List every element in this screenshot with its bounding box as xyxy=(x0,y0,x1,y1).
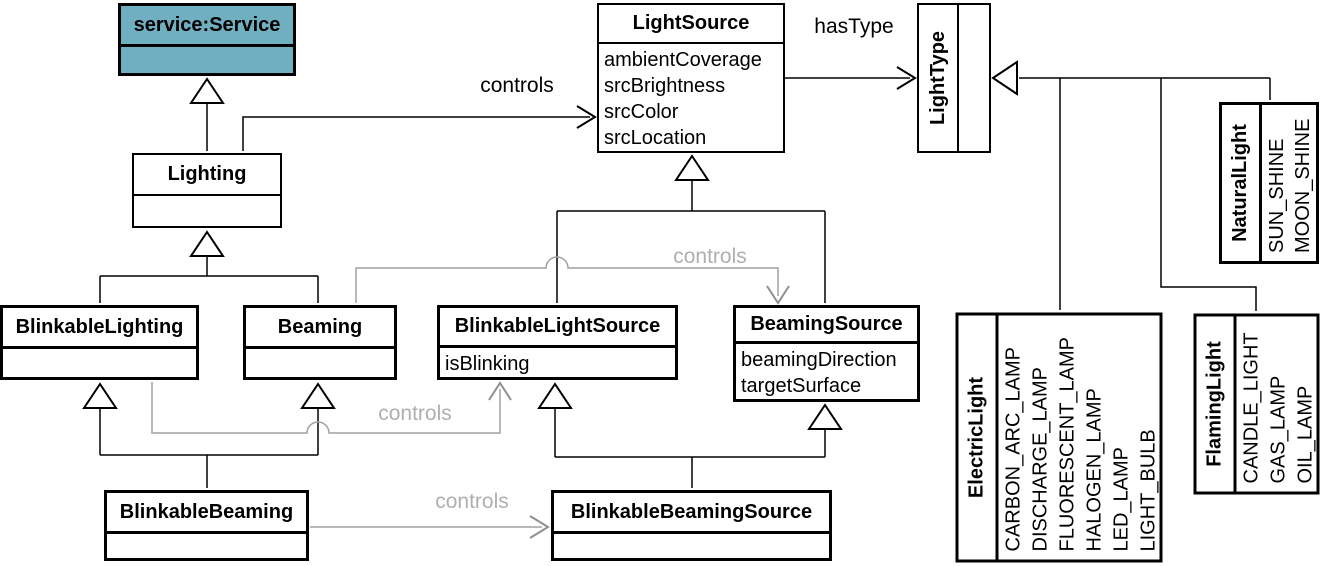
class-title: BlinkableBeamingSource xyxy=(570,500,813,523)
class-lighting: Lighting xyxy=(132,153,282,228)
class-attributes: CARBON_ARC_LAMP DISCHARGE_LAMP FLUORESCE… xyxy=(998,315,1164,559)
open-arrowhead-icon xyxy=(576,105,597,129)
class-attribute: srcBrightness xyxy=(604,75,726,97)
class-attribute: srcColor xyxy=(604,101,679,123)
class-lighttype: LightType xyxy=(917,3,991,153)
class-attributes: SUN_SHINE MOON_SHINE xyxy=(1262,105,1318,261)
edge-label-controls: controls xyxy=(435,490,509,513)
open-arrowhead-icon xyxy=(529,515,550,539)
edge-controls-lighting-lightsource xyxy=(242,116,590,151)
class-attribute: beamingDirection xyxy=(741,349,897,371)
class-title: BlinkableBeaming xyxy=(119,500,294,523)
class-title: Lighting xyxy=(167,163,247,185)
edge-inheritance-blinkablebeamingsource xyxy=(554,409,826,488)
class-title: BeamingSource xyxy=(750,313,903,335)
class-title: LightSource xyxy=(632,12,750,34)
edge-label-controls: controls xyxy=(378,402,452,425)
class-title: BlinkableLighting xyxy=(15,315,184,338)
class-beamingsource: BeamingSource beamingDirection targetSur… xyxy=(733,305,920,402)
inheritance-triangle-icon xyxy=(300,382,336,409)
class-blinkablebeaming: BlinkableBeaming xyxy=(104,490,309,561)
class-attribute: MOON_SHINE xyxy=(1292,118,1314,253)
class-attributes: beamingDirection targetSurface xyxy=(736,341,917,399)
open-arrowhead-icon xyxy=(896,66,917,90)
class-title: ElectricLight xyxy=(958,315,998,559)
class-title: BlinkableLightSource xyxy=(454,315,661,337)
edge-label-hastype: hasType xyxy=(814,15,894,38)
class-attributes: ambientCoverage srcBrightness srcColor s… xyxy=(599,42,783,151)
class-attributes-empty xyxy=(959,5,989,151)
edge-label-controls: controls xyxy=(673,245,747,268)
class-attribute: FLUORESCENT_LAMP xyxy=(1056,336,1078,552)
class-blinkablelightsource: BlinkableLightSource isBlinking xyxy=(437,305,678,380)
class-attribute: SUN_SHINE xyxy=(1266,138,1288,253)
class-attribute: CARBON_ARC_LAMP xyxy=(1002,346,1024,551)
open-arrowhead-icon xyxy=(488,381,512,401)
class-flaminglight: FlamingLight CANDLE_LIGHT GAS_LAMP OIL_L… xyxy=(1193,313,1319,494)
class-attribute: GAS_LAMP xyxy=(1267,375,1289,483)
class-electriclight: ElectricLight CARBON_ARC_LAMP DISCHARGE_… xyxy=(955,312,1162,562)
class-attribute: DISCHARGE_LAMP xyxy=(1029,366,1051,552)
inheritance-triangle-icon xyxy=(82,382,118,409)
inheritance-triangle-icon xyxy=(807,403,843,430)
edge-inheritance-to-lighting xyxy=(99,257,319,303)
class-attribute: CANDLE_LIGHT xyxy=(1240,331,1262,483)
inheritance-triangle-icon xyxy=(674,154,710,181)
class-attribute: srcLocation xyxy=(604,127,707,149)
class-attribute: ambientCoverage xyxy=(604,49,762,71)
class-attribute: LIGHT_BULB xyxy=(1137,428,1159,551)
class-service: service:Service xyxy=(118,3,296,76)
class-attributes-empty xyxy=(107,531,306,558)
class-beaming: Beaming xyxy=(243,305,397,380)
class-title: NaturalLight xyxy=(1222,105,1262,261)
class-attribute: OIL_LAMP xyxy=(1294,385,1316,483)
class-attributes-empty xyxy=(246,346,394,377)
class-attributes-empty xyxy=(121,44,293,73)
inheritance-triangle-icon xyxy=(189,77,225,104)
edge-label-controls: controls xyxy=(480,74,554,97)
class-title: Beaming xyxy=(277,315,363,338)
class-attributes: isBlinking xyxy=(440,345,675,377)
class-attributes: CANDLE_LIGHT GAS_LAMP OIL_LAMP xyxy=(1236,316,1320,491)
class-attributes-empty xyxy=(3,346,196,377)
inheritance-triangle-icon xyxy=(991,60,1018,96)
inheritance-triangle-icon xyxy=(189,230,225,257)
class-attributes-empty xyxy=(554,531,829,558)
class-attributes-empty xyxy=(134,194,280,226)
edge-inheritance-to-lightsource xyxy=(556,181,826,303)
class-blinkablelighting: BlinkableLighting xyxy=(0,305,199,380)
class-blinkablebeamingsource: BlinkableBeamingSource xyxy=(551,490,832,561)
class-attribute: isBlinking xyxy=(445,353,530,375)
open-arrowhead-icon xyxy=(766,285,790,305)
class-title: service:Service xyxy=(133,13,281,36)
class-naturallight: NaturalLight SUN_SHINE MOON_SHINE xyxy=(1219,102,1319,264)
class-lightsource: LightSource ambientCoverage srcBrightnes… xyxy=(597,3,785,153)
class-title: FlamingLight xyxy=(1196,316,1236,491)
class-title: LightType xyxy=(919,5,959,151)
class-attribute: targetSurface xyxy=(741,375,862,397)
inheritance-triangle-icon xyxy=(537,382,573,409)
edge-inheritance-blinkablebeaming xyxy=(99,409,319,488)
class-attribute: HALOGEN_LAMP xyxy=(1083,387,1105,551)
class-attribute: LED_LAMP xyxy=(1110,446,1132,552)
